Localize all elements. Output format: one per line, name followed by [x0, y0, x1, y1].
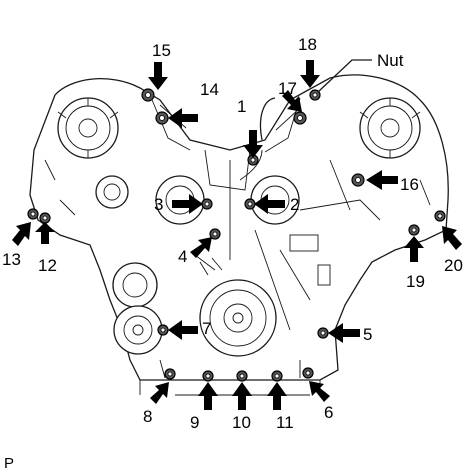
arrow-1 [243, 130, 263, 158]
arrow-4 [190, 237, 212, 258]
label-11: 11 [276, 413, 294, 432]
label-13: 13 [2, 250, 21, 269]
label-20: 20 [444, 256, 463, 275]
arrow-11 [267, 382, 287, 410]
arrow-16 [366, 170, 398, 190]
arrow-6 [309, 381, 330, 402]
label-19: 19 [406, 272, 425, 291]
label-8: 8 [143, 407, 152, 426]
arrow-17 [282, 90, 302, 112]
arrow-9 [198, 382, 218, 410]
label-6: 6 [324, 403, 333, 422]
arrow-7 [168, 320, 198, 340]
label-nut: Nut [377, 51, 404, 70]
arrows [12, 60, 462, 410]
label-12: 12 [38, 256, 57, 275]
arrow-5 [328, 323, 360, 343]
label-15: 15 [152, 41, 171, 60]
label-7: 7 [202, 319, 211, 338]
arrow-3 [172, 194, 203, 214]
bolt-markers [27, 88, 446, 382]
label-2: 2 [290, 195, 299, 214]
label-4: 4 [178, 247, 187, 266]
callout-labels: 1 2 3 4 5 6 7 8 9 10 11 12 13 14 15 16 1… [2, 35, 463, 472]
label-9: 9 [190, 413, 199, 432]
corner-mark: P [4, 455, 14, 472]
arrow-2 [254, 194, 285, 214]
arrow-14 [168, 108, 198, 128]
label-10: 10 [232, 413, 251, 432]
label-14: 14 [200, 80, 219, 99]
label-16: 16 [400, 175, 419, 194]
arrow-10 [232, 382, 252, 410]
arrow-15 [148, 62, 168, 90]
engine-outline [29, 74, 449, 396]
nut-leader-line [317, 59, 372, 93]
arrow-19 [404, 236, 424, 262]
label-17: 17 [278, 79, 297, 98]
label-3: 3 [154, 195, 163, 214]
arrow-20 [442, 226, 462, 250]
label-18: 18 [298, 35, 317, 54]
arrow-12 [35, 222, 55, 244]
arrow-18 [300, 60, 320, 88]
arrow-8 [150, 382, 169, 404]
arrow-13 [12, 222, 31, 246]
label-5: 5 [363, 325, 372, 344]
label-1: 1 [237, 97, 246, 116]
